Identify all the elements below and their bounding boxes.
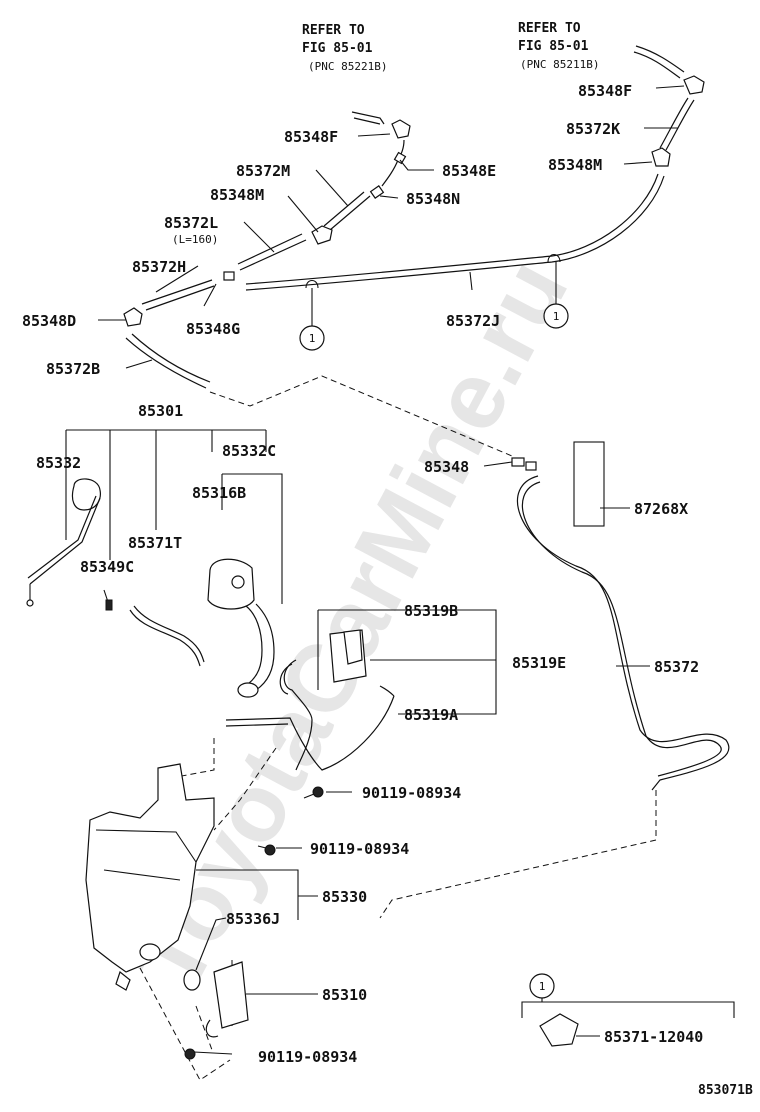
- label-85319A: 85319A: [404, 706, 458, 724]
- label-85348E: 85348E: [442, 162, 496, 180]
- label-85372L: 85372L: [164, 214, 218, 232]
- callout-circles: 1 1 1: [299, 303, 569, 999]
- label-85372J: 85372J: [446, 312, 500, 330]
- svg-text:(PNC 85211B): (PNC 85211B): [520, 58, 599, 71]
- label-85348F-right: 85348F: [578, 82, 632, 100]
- label-85372L-length: (L=160): [172, 233, 218, 246]
- label-85319B: 85319B: [404, 602, 458, 620]
- label-sticker: [573, 441, 605, 527]
- label-85310: 85310: [322, 986, 367, 1004]
- leader-lines: [98, 85, 685, 1002]
- figure-code: 853071B: [698, 1083, 753, 1098]
- label-87268X: 87268X: [634, 500, 688, 518]
- label-85348D: 85348D: [22, 312, 76, 330]
- label-90119-08934-lower: 90119-08934: [258, 1048, 357, 1066]
- svg-text:REFER TO: REFER TO: [302, 23, 365, 38]
- label-85301: 85301: [138, 402, 183, 420]
- washer-motor-group: [26, 429, 283, 698]
- label-85372B: 85372B: [46, 360, 100, 378]
- part-labels: 85348F 85372K 85348M 85348F 85348E 85372…: [22, 82, 703, 1066]
- label-85348G: 85348G: [186, 320, 240, 338]
- label-85372H: 85372H: [132, 258, 186, 276]
- label-85319E: 85319E: [512, 654, 566, 672]
- clamp-inset: [521, 1001, 735, 1047]
- label-85332: 85332: [36, 454, 81, 472]
- label-85348N: 85348N: [406, 190, 460, 208]
- label-85316B: 85316B: [192, 484, 246, 502]
- svg-text:(PNC 85221B): (PNC 85221B): [308, 60, 387, 73]
- reference-note-left: REFER TO FIG 85-01 (PNC 85221B): [302, 23, 387, 73]
- svg-text:REFER TO: REFER TO: [518, 21, 581, 36]
- label-85348: 85348: [424, 458, 469, 476]
- label-85330: 85330: [322, 888, 367, 906]
- label-85371T: 85371T: [128, 534, 182, 552]
- long-hose-85372: [511, 441, 730, 791]
- label-85348M-right: 85348M: [548, 156, 602, 174]
- svg-text:FIG 85-01: FIG 85-01: [518, 39, 589, 54]
- label-85372M: 85372M: [236, 162, 290, 180]
- label-85371-12040: 85371-12040: [604, 1028, 703, 1046]
- label-90119-08934-upper: 90119-08934: [362, 784, 461, 802]
- svg-text:FIG 85-01: FIG 85-01: [302, 41, 373, 56]
- check-valve-group: [225, 609, 497, 771]
- reference-note-right: REFER TO FIG 85-01 (PNC 85211B): [518, 21, 599, 71]
- label-85336J: 85336J: [226, 910, 280, 928]
- label-85348M-left: 85348M: [210, 186, 264, 204]
- washer-tank: [85, 763, 352, 1060]
- label-85332C: 85332C: [222, 442, 276, 460]
- label-85372K: 85372K: [566, 120, 620, 138]
- label-90119-08934-middle: 90119-08934: [310, 840, 409, 858]
- svg-text:1: 1: [309, 332, 316, 345]
- label-85349C: 85349C: [80, 558, 134, 576]
- svg-text:1: 1: [539, 980, 546, 993]
- svg-text:1: 1: [553, 310, 560, 323]
- label-85348F-left: 85348F: [284, 128, 338, 146]
- label-85372: 85372: [654, 658, 699, 676]
